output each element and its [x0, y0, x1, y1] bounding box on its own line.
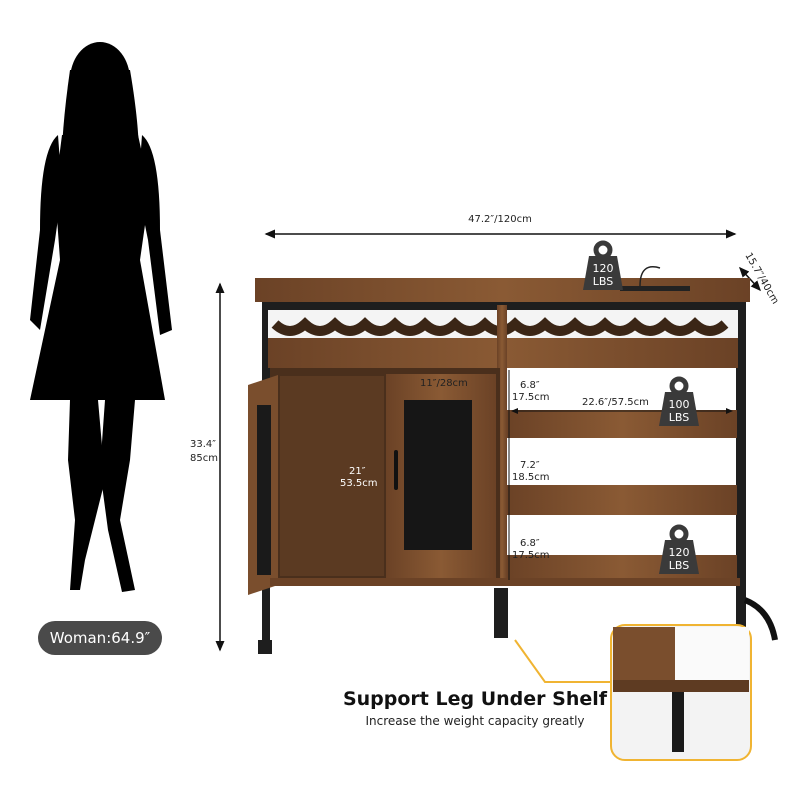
- svg-text:LBS: LBS: [593, 275, 613, 288]
- shelf2-in-label: 7.2″: [520, 460, 540, 471]
- shelf3-in-label: 6.8″: [520, 538, 540, 549]
- door-width-label: 11″/28cm: [420, 378, 468, 389]
- height-inches-label: 33.4″: [190, 439, 216, 450]
- svg-text:LBS: LBS: [669, 559, 689, 572]
- svg-text:120: 120: [593, 262, 614, 275]
- shelf1-in-label: 6.8″: [520, 380, 540, 391]
- caption-subtitle: Increase the weight capacity greatly: [365, 714, 585, 728]
- support-leg-inset: [610, 624, 752, 761]
- caption: Support Leg Under Shelf Increase the wei…: [330, 688, 620, 728]
- svg-text:100: 100: [669, 398, 690, 411]
- caption-title: Support Leg Under Shelf: [342, 688, 608, 710]
- shelf3-cm-label: 17.5cm: [512, 550, 550, 561]
- height-cm-label: 85cm: [190, 453, 218, 464]
- door-height-cm-label: 53.5cm: [340, 478, 378, 489]
- shelf-width-label: 22.6″/57.5cm: [582, 397, 649, 408]
- callout-line: [514, 639, 612, 683]
- width-label: 47.2″/120cm: [468, 214, 532, 225]
- shelf1-cm-label: 17.5cm: [512, 392, 550, 403]
- svg-text:120: 120: [669, 546, 690, 559]
- svg-text:LBS: LBS: [669, 411, 689, 424]
- door-height-in-label: 21″: [349, 466, 366, 477]
- woman-silhouette: [30, 42, 172, 592]
- shelf2-cm-label: 18.5cm: [512, 472, 550, 483]
- cabinet: [248, 266, 778, 654]
- woman-height-badge: Woman:64.9″: [38, 621, 162, 655]
